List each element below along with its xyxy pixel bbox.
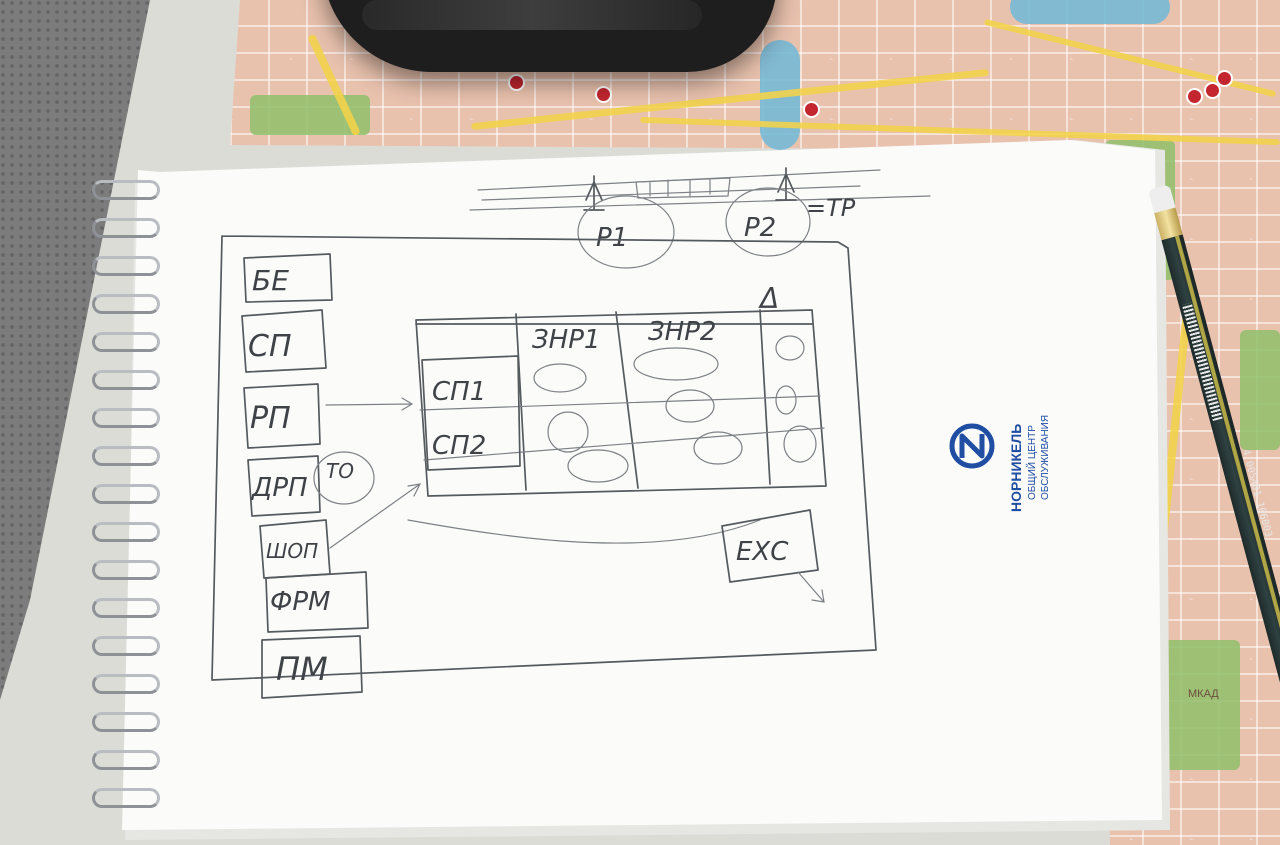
metro-icon: [595, 86, 612, 103]
arrow-shop: [330, 484, 420, 548]
table-row-divider: [420, 396, 824, 460]
screen-frame: [212, 236, 876, 680]
arrow-rp: [326, 398, 412, 410]
header-strip-line: [470, 196, 930, 210]
spiral-ring: [92, 294, 160, 314]
sidebar-box-rp: [244, 384, 320, 448]
sidebar-box-be: [244, 254, 332, 302]
circle-r1-label: Р1: [596, 223, 628, 253]
table-cell-blob: [666, 390, 714, 422]
metro-icon: [1186, 88, 1203, 105]
sidebar-label-shop: ШОП: [266, 539, 318, 563]
spiral-ring: [92, 218, 160, 238]
table-row-sp2: СП2: [432, 431, 486, 461]
circle-r2-label: Р2: [744, 213, 776, 243]
table-underline-curve: [408, 520, 760, 543]
spiral-ring: [92, 484, 160, 504]
export-box: [722, 510, 818, 582]
spiral-ring: [92, 522, 160, 542]
table-col-zn1: ЗНР1: [532, 325, 600, 355]
spiral-ring: [92, 446, 160, 466]
spiral-ring: [92, 674, 160, 694]
sidebar-box-pm: [262, 636, 362, 698]
header-scribble: [636, 178, 730, 198]
spiral-ring: [92, 408, 160, 428]
spiral-ring: [92, 180, 160, 200]
spiral-ring: [92, 256, 160, 276]
table-col-divider: [516, 310, 770, 490]
sidebar-label-drp: ДРП: [251, 473, 308, 503]
r2-suffix: =ТР: [806, 194, 856, 222]
nornickel-icon: [949, 423, 995, 469]
to-circle: [314, 452, 374, 504]
header-strip-line: [482, 186, 860, 200]
notepad-spiral: [92, 180, 172, 830]
map-river: [1010, 0, 1170, 24]
spiral-ring: [92, 750, 160, 770]
table-frame: [416, 310, 826, 496]
table-cell-blob: [634, 348, 718, 380]
table-cell-blob: [776, 336, 804, 360]
sidebar-box-drp: [248, 456, 320, 516]
table-cell-blob: [694, 432, 742, 464]
sidebar-box-sp: [242, 310, 326, 372]
spiral-ring: [92, 370, 160, 390]
table-cell-blob: [568, 450, 628, 482]
spiral-ring: [92, 560, 160, 580]
table-col-delta: Δ: [758, 282, 779, 315]
sidebar-label-sp: СП: [248, 329, 292, 364]
table-cell-blob: [784, 426, 816, 462]
sidebar-label-be: БЕ: [252, 264, 289, 297]
mouse-highlight: [362, 0, 702, 30]
tree-icon: [776, 168, 796, 200]
export-label: ЕХС: [736, 537, 789, 567]
table-row-sp1: СП1: [432, 377, 486, 407]
spiral-ring: [92, 788, 160, 808]
spiral-ring: [92, 636, 160, 656]
table-cell-blob: [776, 386, 796, 414]
table-cell-blob: [548, 412, 588, 452]
brand-logo: НОРНИКЕЛЬ ОБЩИЙ ЦЕНТР ОБСЛУЖИВАНИЯ: [946, 380, 1056, 530]
sidebar-label-pm: ПМ: [276, 650, 328, 688]
map-park: [1240, 330, 1280, 450]
metro-icon: [1204, 82, 1221, 99]
metro-icon: [508, 74, 525, 91]
computer-mouse: [322, 0, 777, 72]
map-street-label: МКАД: [1188, 688, 1219, 700]
export-arrow: [798, 572, 824, 602]
to-label: ТО: [326, 459, 354, 483]
sidebar-box-frm: [266, 572, 368, 632]
spiral-ring: [92, 598, 160, 618]
circle-r2: [726, 188, 810, 256]
metro-icon: [803, 101, 820, 118]
table-col-zn2: ЗНР2: [648, 317, 716, 347]
metro-icon: [1216, 70, 1233, 87]
table-cell-blob: [534, 364, 586, 392]
spiral-ring: [92, 332, 160, 352]
sidebar-label-frm: ФРМ: [270, 587, 331, 617]
sidebar-label-rp: РП: [250, 401, 291, 436]
circle-r1: [578, 196, 674, 268]
table-label-column: [422, 356, 520, 470]
spiral-ring: [92, 712, 160, 732]
